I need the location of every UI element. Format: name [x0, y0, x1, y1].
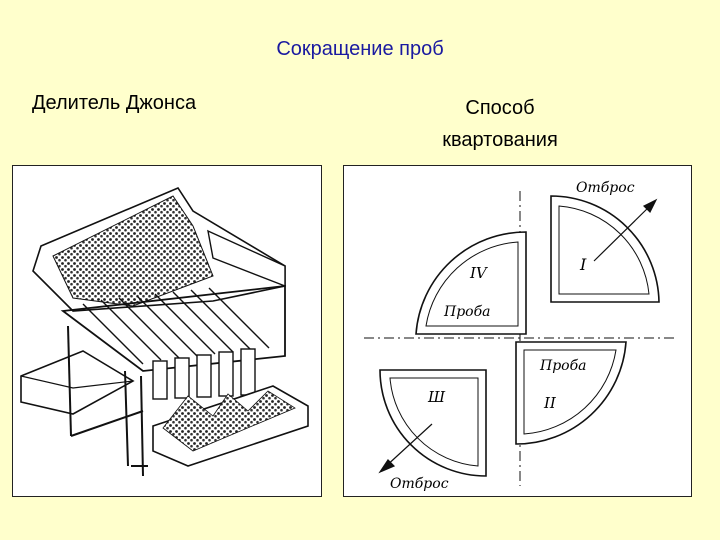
- jones-divider-figure: [12, 165, 322, 497]
- quadrant-II: [515, 341, 627, 445]
- quadrant-I: [550, 195, 660, 303]
- quadrant-label-II: II: [543, 394, 557, 412]
- slide-title: Сокращение проб: [276, 38, 444, 60]
- quartering-drawing: Отброс Отброс Проба Проба I IV II Ш: [364, 180, 674, 492]
- discard-label-top: Отброс: [576, 180, 635, 196]
- left-pan: [20, 350, 135, 415]
- grain-heap: [52, 195, 214, 307]
- jones-divider-drawing: [20, 187, 309, 477]
- quadrant-label-I: I: [579, 255, 587, 274]
- sample-label-right: Проба: [539, 358, 587, 374]
- quadrant-label-IV: IV: [469, 264, 489, 282]
- chute-ribs: [82, 287, 270, 365]
- chute-frame: [60, 284, 286, 372]
- stand-legs: [67, 325, 148, 477]
- quadrant-label-III: Ш: [427, 388, 446, 406]
- quartering-label-line1: Способ: [465, 97, 535, 119]
- sample-label-left: Проба: [443, 304, 491, 320]
- pan-grain: [162, 390, 296, 452]
- quartering-label-line2: квартования: [442, 129, 558, 151]
- quartering-figure: Отброс Отброс Проба Проба I IV II Ш: [343, 165, 692, 497]
- discard-label-bottom: Отброс: [390, 476, 449, 492]
- jones-divider-label: Делитель Джонса: [32, 92, 197, 114]
- discard-arrow-top: [593, 198, 658, 262]
- quadrant-IV: [415, 231, 527, 335]
- left-pan-rim: [20, 375, 134, 389]
- quadrant-III: [379, 369, 487, 477]
- quartering-label: Способ квартования: [420, 92, 580, 156]
- discard-arrow-bottom: [378, 423, 433, 474]
- chute-outlets: [152, 348, 256, 400]
